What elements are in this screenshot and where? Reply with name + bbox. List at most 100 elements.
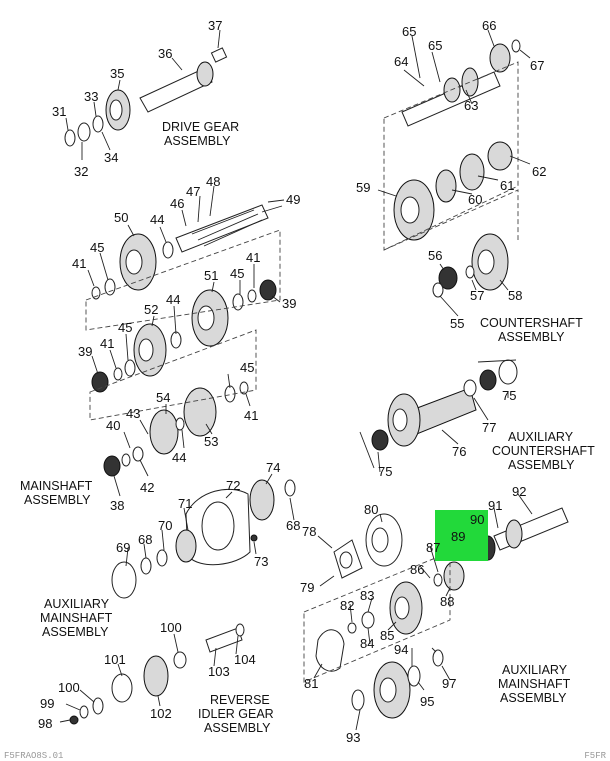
- callout-80: 80: [364, 502, 378, 517]
- callout-78: 78: [302, 524, 316, 539]
- callout-53: 53: [204, 434, 218, 449]
- callout-38: 38: [110, 498, 124, 513]
- callout-67: 67: [530, 58, 544, 73]
- callout-44c: 44: [172, 450, 186, 465]
- callout-43: 43: [126, 406, 140, 421]
- callout-50: 50: [114, 210, 128, 225]
- caption-aux-mainshaft-left-3: ASSEMBLY: [42, 625, 109, 639]
- callout-72: 72: [226, 478, 240, 493]
- caption-reverse-idler-1: REVERSE: [210, 693, 270, 707]
- caption-aux-countershaft-1: AUXILIARY: [508, 430, 574, 444]
- callout-42: 42: [140, 480, 154, 495]
- callout-65: 65: [402, 24, 416, 39]
- countershaft-assembly: [377, 29, 531, 317]
- callout-57: 57: [470, 288, 484, 303]
- callout-94: 94: [394, 642, 408, 657]
- callout-104: 104: [234, 652, 256, 667]
- callout-47: 47: [186, 184, 200, 199]
- callout-32: 32: [74, 164, 88, 179]
- callout-45: 45: [90, 240, 104, 255]
- callout-55: 55: [450, 316, 464, 331]
- callout-83: 83: [360, 588, 374, 603]
- callout-45c: 45: [118, 320, 132, 335]
- callout-98: 98: [38, 716, 52, 731]
- callout-41d: 41: [244, 408, 258, 423]
- callout-36: 36: [158, 46, 172, 61]
- callout-35: 35: [110, 66, 124, 81]
- callout-100: 100: [160, 620, 182, 635]
- callout-49: 49: [286, 192, 300, 207]
- callout-45b: 45: [230, 266, 244, 281]
- callout-59: 59: [356, 180, 370, 195]
- callout-87: 87: [426, 540, 440, 555]
- callout-62: 62: [532, 164, 546, 179]
- callout-44b: 44: [166, 292, 180, 307]
- reverse-idler-gear-assembly: [59, 623, 245, 725]
- callout-101: 101: [104, 652, 126, 667]
- callout-93: 93: [346, 730, 360, 745]
- callout-39b: 39: [78, 344, 92, 359]
- callout-75b: 75: [378, 464, 392, 479]
- callout-68: 68: [286, 518, 300, 533]
- callout-34: 34: [104, 150, 118, 165]
- caption-drive-gear-1: DRIVE GEAR: [162, 120, 239, 134]
- callout-33: 33: [84, 89, 98, 104]
- callout-91: 91: [488, 498, 502, 513]
- caption-aux-mainshaft-right-3: ASSEMBLY: [500, 691, 567, 705]
- callout-44: 44: [150, 212, 164, 227]
- caption-aux-mainshaft-right-2: MAINSHAFT: [498, 677, 571, 691]
- callout-46: 46: [170, 196, 184, 211]
- caption-aux-mainshaft-left-1: AUXILIARY: [44, 597, 110, 611]
- figure-id-right: F5FR: [584, 751, 606, 761]
- callout-74: 74: [266, 460, 280, 475]
- callout-60: 60: [468, 192, 482, 207]
- callout-75: 75: [502, 388, 516, 403]
- callout-61: 61: [500, 178, 514, 193]
- callout-79: 79: [300, 580, 314, 595]
- caption-aux-countershaft-2: COUNTERSHAFT: [492, 444, 595, 458]
- caption-aux-mainshaft-left-2: MAINSHAFT: [40, 611, 113, 625]
- callout-86: 86: [410, 562, 424, 577]
- callout-89[interactable]: 89: [451, 529, 465, 544]
- callout-84: 84: [360, 636, 374, 651]
- callout-45d: 45: [240, 360, 254, 375]
- callout-54: 54: [156, 390, 170, 405]
- caption-countershaft-1: COUNTERSHAFT: [480, 316, 583, 330]
- caption-mainshaft-2: ASSEMBLY: [24, 493, 91, 507]
- callout-65b: 65: [428, 38, 442, 53]
- callout-73: 73: [254, 554, 268, 569]
- auxiliary-mainshaft-assembly-left: [111, 473, 296, 599]
- callout-71: 71: [178, 496, 192, 511]
- callout-69: 69: [116, 540, 130, 555]
- caption-aux-mainshaft-right-1: AUXILIARY: [502, 663, 568, 677]
- highlight-part-89[interactable]: [435, 510, 488, 561]
- caption-reverse-idler-2: IDLER GEAR: [198, 707, 274, 721]
- callout-82: 82: [340, 598, 354, 613]
- callout-48: 48: [206, 174, 220, 189]
- callout-97: 97: [442, 676, 456, 691]
- callout-41c: 41: [100, 336, 114, 351]
- callout-95: 95: [420, 694, 434, 709]
- callout-88: 88: [440, 594, 454, 609]
- caption-aux-countershaft-3: ASSEMBLY: [508, 458, 575, 472]
- caption-countershaft-2: ASSEMBLY: [498, 330, 565, 344]
- callout-51: 51: [204, 268, 218, 283]
- callout-63: 63: [464, 98, 478, 113]
- callout-64: 64: [394, 54, 408, 69]
- callout-40: 40: [106, 418, 120, 433]
- drive-gear-assembly: [64, 29, 228, 160]
- callout-85: 85: [380, 628, 394, 643]
- callout-100b: 100: [58, 680, 80, 695]
- caption-drive-gear-2: ASSEMBLY: [164, 134, 231, 148]
- callout-58: 58: [508, 288, 522, 303]
- auxiliary-countershaft-assembly: [359, 359, 518, 473]
- callout-37: 37: [208, 18, 222, 33]
- callout-77: 77: [482, 420, 496, 435]
- callout-31: 31: [52, 104, 66, 119]
- callout-56: 56: [428, 248, 442, 263]
- figure-id-left: F5FRAO8S.01: [4, 751, 64, 761]
- callout-39: 39: [282, 296, 296, 311]
- callout-92: 92: [512, 484, 526, 499]
- callout-66: 66: [482, 18, 496, 33]
